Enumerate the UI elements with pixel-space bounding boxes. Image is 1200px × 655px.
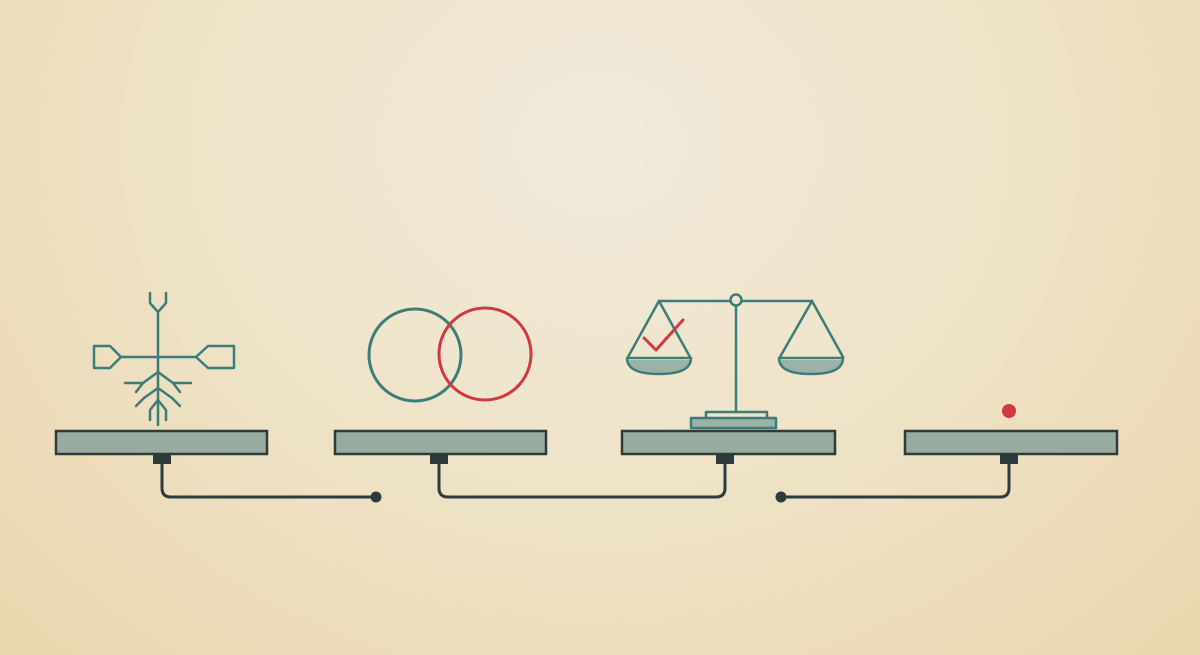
platform-connector-tab	[430, 454, 448, 464]
platform-connector-tab	[716, 454, 734, 464]
platform-3	[620, 429, 837, 464]
left-pan-fill	[628, 360, 690, 374]
connector-3	[779, 462, 1011, 499]
platform-1	[54, 429, 269, 464]
platform-4	[903, 429, 1119, 464]
branching-root-icon	[92, 291, 236, 427]
platform-connector-tab	[1000, 454, 1018, 464]
connector-endpoint-2	[775, 491, 787, 503]
red-circle	[437, 306, 533, 402]
red-dot-icon	[1002, 404, 1016, 418]
connector-lines	[160, 462, 1011, 499]
teal-circle	[367, 307, 463, 403]
overlapping-circles-icon	[367, 306, 533, 403]
platforms	[54, 429, 1119, 464]
connector-1	[160, 462, 378, 499]
connector-endpoints	[370, 491, 787, 503]
balance-scale-icon	[625, 293, 845, 430]
right-pan-fill	[780, 360, 842, 374]
platform-connector-tab	[153, 454, 171, 464]
check-mark-icon	[642, 318, 685, 352]
connector-endpoint-1	[370, 491, 382, 503]
platform-2	[333, 429, 548, 464]
connector-2	[437, 462, 727, 499]
